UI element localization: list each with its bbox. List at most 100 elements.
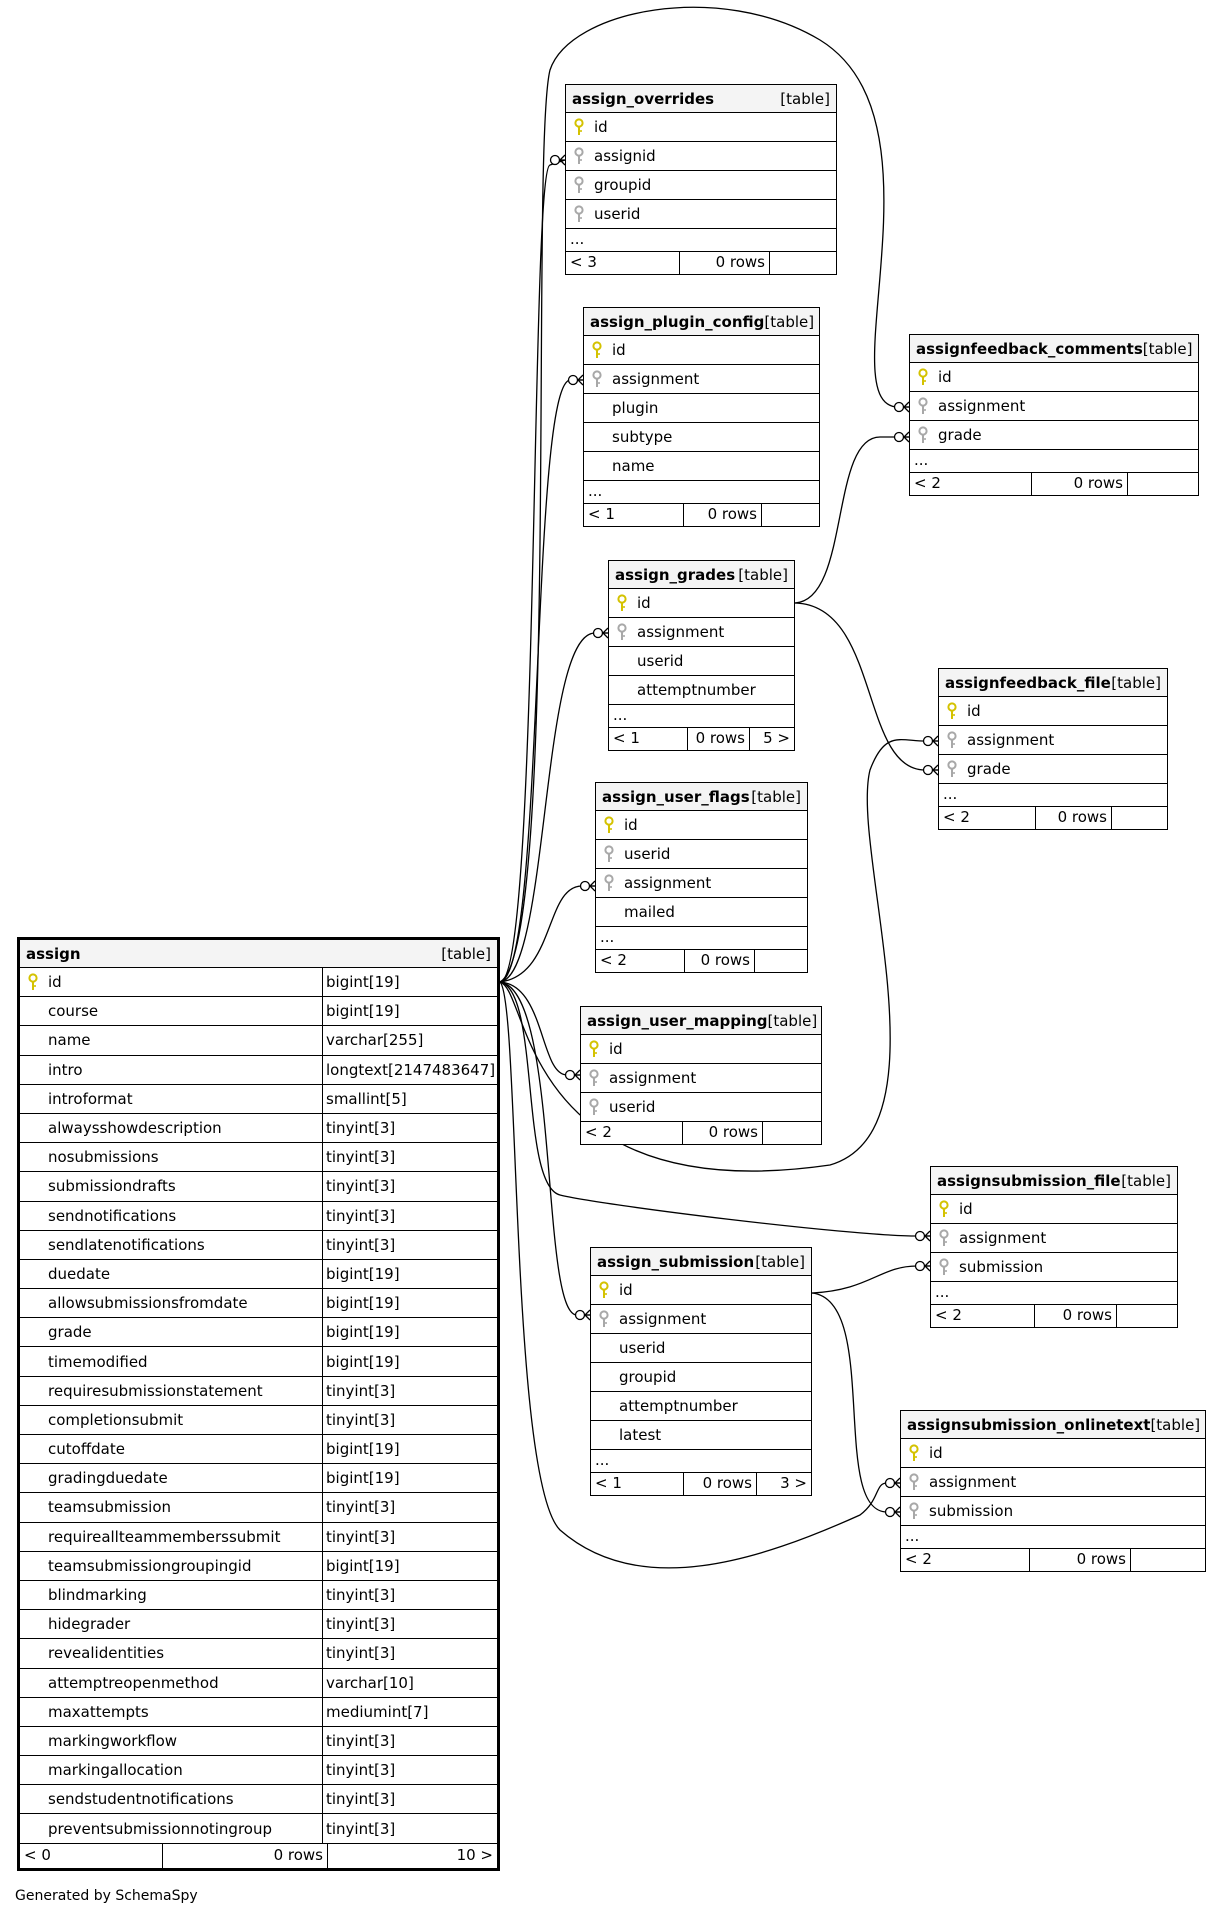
parents-count[interactable]: < 3: [566, 252, 680, 274]
column-row[interactable]: userid: [609, 647, 794, 676]
children-count[interactable]: [1131, 1549, 1205, 1571]
children-count[interactable]: [1112, 807, 1167, 829]
parents-count[interactable]: < 2: [931, 1305, 1035, 1327]
column-row[interactable]: assignment: [901, 1468, 1205, 1497]
column-row[interactable]: id: [566, 113, 836, 142]
parents-count[interactable]: < 0: [20, 1843, 163, 1868]
parents-count[interactable]: < 1: [609, 728, 688, 750]
column-row[interactable]: latest: [591, 1421, 811, 1450]
column-row[interactable]: assignment: [596, 869, 807, 898]
column-row[interactable]: userid: [596, 840, 807, 869]
column-row[interactable]: id: [609, 589, 794, 618]
column-row[interactable]: mailed: [596, 898, 807, 927]
column-row[interactable]: subtype: [584, 423, 819, 452]
parents-count[interactable]: < 2: [596, 950, 685, 972]
parents-count[interactable]: < 1: [584, 504, 684, 526]
column-row[interactable]: assignment: [939, 726, 1167, 755]
children-count[interactable]: [1117, 1305, 1177, 1327]
column-row[interactable]: id: [591, 1276, 811, 1305]
column-row[interactable]: id: [910, 363, 1198, 392]
column-row[interactable]: userid: [581, 1093, 821, 1122]
column-row[interactable]: id: [939, 697, 1167, 726]
children-count[interactable]: 3 >: [780, 1474, 807, 1492]
column-row[interactable]: grade: [939, 755, 1167, 784]
column-row[interactable]: attemptnumber: [591, 1392, 811, 1421]
children-count[interactable]: [762, 504, 819, 526]
children-count[interactable]: 5 >: [763, 729, 790, 747]
column-row[interactable]: grade: [910, 421, 1198, 450]
children-count[interactable]: [763, 1122, 821, 1144]
parents-count[interactable]: < 2: [581, 1122, 683, 1144]
column-row[interactable]: userid: [566, 200, 836, 229]
column-row[interactable]: id: [581, 1035, 821, 1064]
children-count[interactable]: [770, 252, 836, 274]
column-row[interactable]: assignment: [584, 365, 819, 394]
parents-count[interactable]: < 2: [901, 1549, 1030, 1571]
column-row[interactable]: id: [584, 336, 819, 365]
column-row[interactable]: id: [931, 1195, 1177, 1224]
column-row[interactable]: name: [584, 452, 819, 481]
column-row[interactable]: assignment: [591, 1305, 811, 1334]
column-row[interactable]: assignment: [609, 618, 794, 647]
column-row[interactable]: assignment: [931, 1224, 1177, 1253]
column-row[interactable]: submission: [901, 1497, 1205, 1526]
column-row[interactable]: attemptnumber: [609, 676, 794, 705]
children-count[interactable]: 10 >: [456, 1845, 493, 1864]
column-row[interactable]: submission: [931, 1253, 1177, 1282]
parents-count[interactable]: < 2: [939, 807, 1036, 829]
column-row[interactable]: id: [596, 811, 807, 840]
column-row[interactable]: groupid: [591, 1363, 811, 1392]
column-row[interactable]: userid: [591, 1334, 811, 1363]
column-row[interactable]: groupid: [566, 171, 836, 200]
column-row[interactable]: assignment: [910, 392, 1198, 421]
parents-count[interactable]: < 2: [910, 473, 1032, 495]
children-count[interactable]: [755, 950, 807, 972]
column-row[interactable]: assignment: [581, 1064, 821, 1093]
parents-count[interactable]: < 1: [591, 1473, 684, 1495]
column-row[interactable]: id: [901, 1439, 1205, 1468]
column-row[interactable]: assignid: [566, 142, 836, 171]
children-count[interactable]: [1128, 473, 1198, 495]
column-row[interactable]: plugin: [584, 394, 819, 423]
